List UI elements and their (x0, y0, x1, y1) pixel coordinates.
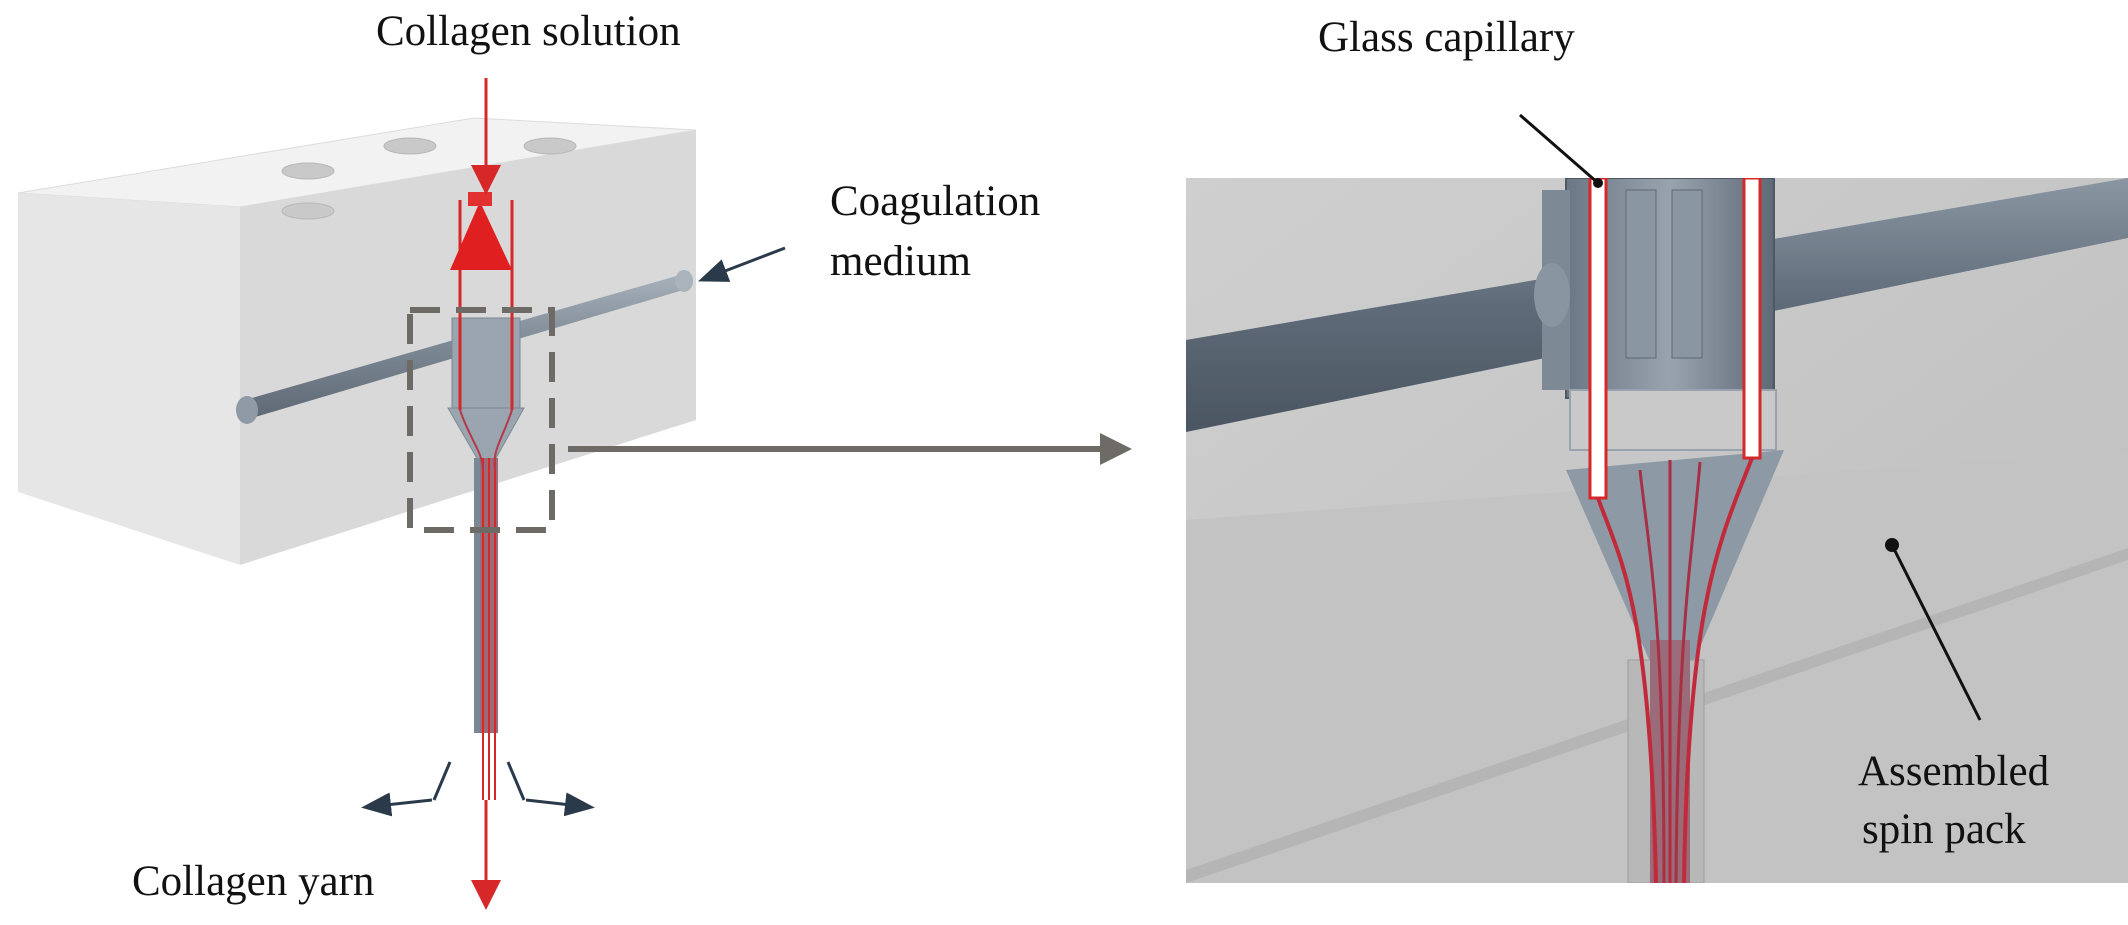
top-hole (523, 137, 577, 155)
top-hole (383, 137, 437, 155)
glass-capillary-right (1742, 178, 1762, 460)
yarn-channel-edge (474, 458, 480, 733)
glass-capillary-label: Glass capillary (1318, 14, 1575, 61)
glass-capillary-left (1588, 178, 1608, 500)
collagen-fiber (1674, 461, 1702, 883)
spinneret-core (451, 317, 521, 409)
collagen-fiber (1682, 457, 1754, 883)
outflow-arrow-right (525, 792, 595, 817)
outflow-arrow-left (361, 792, 433, 817)
zoom-panel (1186, 178, 2128, 883)
collagen-yarn-label: Collagen yarn (132, 858, 375, 905)
spinneret-inner-column (1625, 189, 1657, 359)
spinneret-inner-column (1671, 189, 1703, 359)
assembled-spin-pack-label-line2: spin pack (1862, 806, 2026, 853)
outflow-arrow-right-diagonal (506, 761, 526, 801)
spinneret-boss (1534, 263, 1570, 327)
collagen-inlet-cap (468, 192, 492, 206)
spin-pack-leader (1890, 544, 1982, 721)
outflow-arrow-left-diagonal (432, 761, 452, 801)
top-hole (281, 162, 335, 180)
zoom-region-box (407, 307, 555, 533)
spinneret-funnel (1566, 450, 1784, 680)
collagen-fiber (1596, 497, 1658, 883)
funnel-line (459, 409, 484, 471)
channel-end-right (675, 270, 693, 292)
channel-end-left (236, 396, 258, 424)
spin-pack-leader-dot (1885, 538, 1899, 552)
glass-capillary-leader (1519, 113, 1599, 185)
block-front-face (18, 193, 240, 565)
coagulation-medium-arrow (697, 246, 786, 282)
collagen-inlet-cone (450, 206, 512, 270)
funnel-line (493, 409, 513, 471)
zoom-connector-arrowhead (1100, 433, 1132, 465)
glass-capillary-leader-dot (1593, 178, 1603, 188)
coagulation-medium-label-line2: medium (830, 238, 971, 285)
collagen-fiber (1638, 469, 1666, 883)
spin-pack-block (17, 117, 697, 800)
top-hole (281, 202, 335, 220)
assembled-spin-pack-label-line1: Assembled (1858, 748, 2050, 795)
collagen-solution-label: Collagen solution (376, 8, 681, 55)
coagulation-medium-label-line1: Coagulation (830, 178, 1041, 225)
